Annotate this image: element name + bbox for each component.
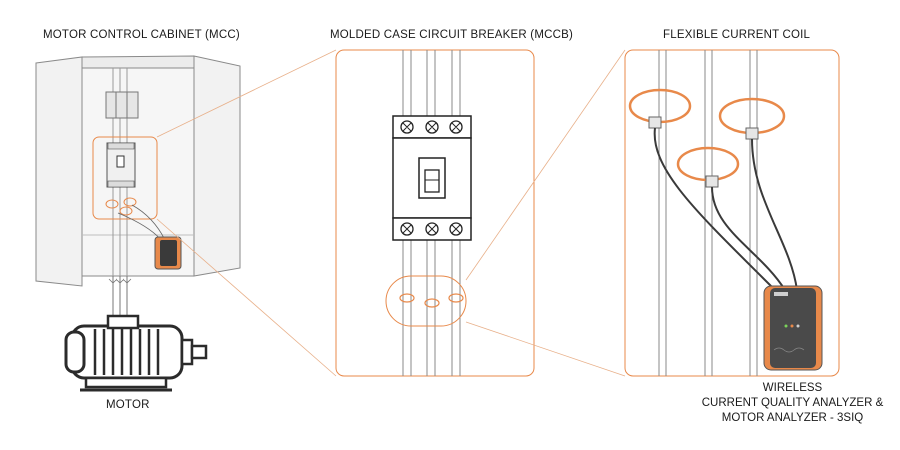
motor-control-cabinet — [35, 55, 241, 318]
breaker-icon — [392, 115, 472, 241]
mccb-label: MOLDED CASE CIRCUIT BREAKER (MCCB) — [330, 29, 574, 41]
analyzer-caption-line3: MOTOR ANALYZER - 3SIQ — [721, 412, 864, 424]
zoom-connector-lines — [156, 49, 337, 377]
electric-motor-icon — [64, 314, 208, 392]
analyzer-caption: WIRELESS CURRENT QUALITY ANALYZER & MOTO… — [690, 381, 895, 426]
analyzer-device-icon — [763, 285, 823, 371]
flexible-coil-panel — [624, 49, 840, 377]
analyzer-caption-line1: WIRELESS — [762, 382, 823, 394]
mccb-panel — [335, 49, 535, 377]
zoom-connector-lines-2 — [465, 49, 626, 377]
mcc-label: MOTOR CONTROL CABINET (MCC) — [43, 29, 240, 41]
motor-label: MOTOR — [106, 399, 150, 411]
coil-label: FLEXIBLE CURRENT COIL — [663, 29, 811, 41]
analyzer-caption-line2: CURRENT QUALITY ANALYZER & — [701, 397, 884, 409]
